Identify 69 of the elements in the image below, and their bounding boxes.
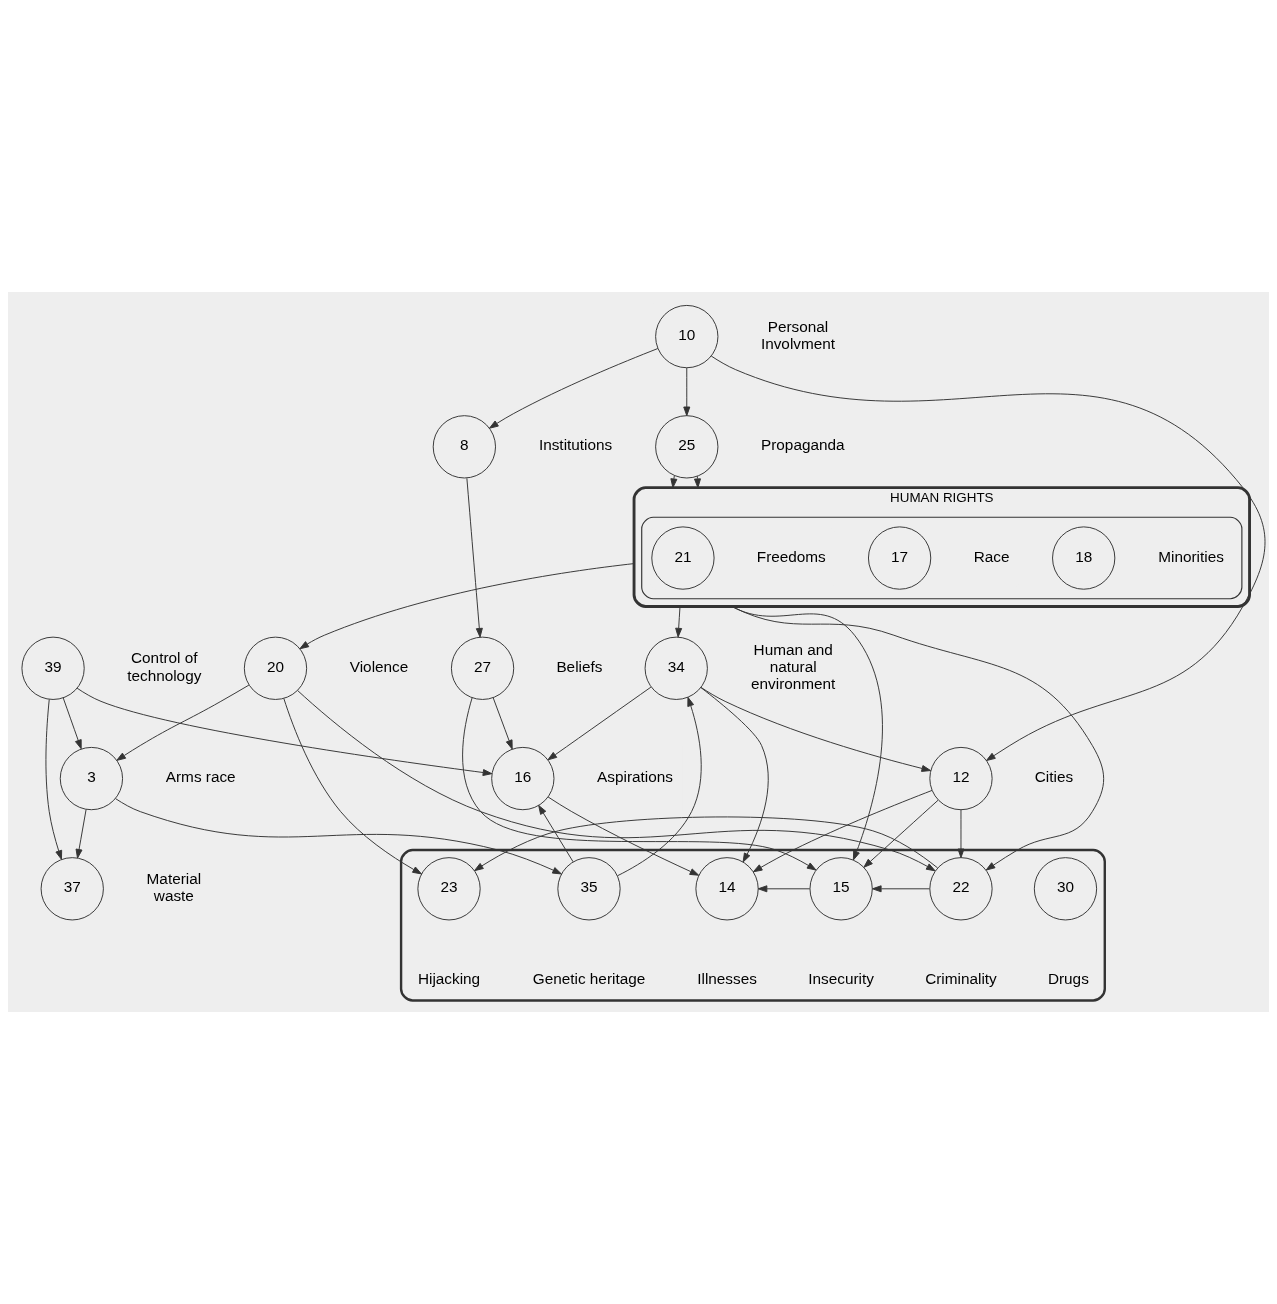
arrow [617, 696, 702, 877]
node-label: Institutions [538, 436, 613, 454]
arrow [547, 796, 700, 876]
arrow [283, 698, 422, 875]
node-circle: 18 [1052, 526, 1116, 590]
node-label: Drugs [1047, 970, 1089, 988]
arrow [670, 475, 678, 489]
node-circle: 39 [21, 636, 85, 700]
arrow [675, 606, 683, 638]
arrow [757, 885, 811, 893]
node-circle: 8 [432, 415, 496, 479]
node-circle: 37 [40, 857, 104, 921]
node-label: Criminality [925, 970, 997, 988]
node-circle: 22 [929, 857, 993, 921]
arrow [700, 686, 932, 772]
node-label: Violence [349, 657, 409, 675]
node-label: Propaganda [761, 436, 845, 454]
arrow [872, 885, 930, 893]
arrow [957, 809, 965, 859]
arrow [299, 563, 635, 650]
node-circle: 17 [868, 526, 932, 590]
arrow [474, 816, 938, 872]
node-label: Arms race [165, 768, 236, 786]
arrow [75, 808, 87, 859]
arrow [116, 684, 250, 761]
arrow [683, 367, 691, 417]
arrow [863, 799, 939, 868]
arrow [76, 687, 493, 776]
arrow [297, 690, 936, 872]
node-label: Freedoms [756, 547, 826, 565]
arrow [700, 687, 769, 863]
arrow [62, 697, 82, 750]
node-circle: 10 [655, 304, 719, 369]
node-label: Human and natural environment [751, 640, 836, 693]
arrow [115, 798, 562, 875]
node-label: Race [973, 547, 1010, 565]
node-label: Minorities [1158, 547, 1224, 565]
node-label: Control of technology [127, 649, 202, 684]
arrow [466, 477, 483, 638]
cluster [641, 516, 1243, 600]
node-label: Hijacking [417, 970, 481, 988]
node-label: Personal Involvment [760, 317, 836, 352]
arrow [538, 805, 574, 863]
node-circle: 21 [651, 526, 715, 590]
node-circle: 14 [695, 857, 759, 921]
arrow [710, 355, 1266, 762]
node-circle: 27 [450, 636, 515, 700]
node-circle: 3 [59, 746, 124, 811]
arrow [547, 686, 652, 761]
node-label: Aspirations [597, 768, 673, 786]
arrow [694, 475, 701, 489]
node-label: Insecurity [808, 970, 874, 988]
arrow [492, 697, 513, 750]
node-label: Material waste [146, 869, 202, 905]
node-circle: 12 [929, 746, 993, 811]
node-label: Genetic heritage [532, 970, 646, 988]
node-label: Illnesses [697, 970, 757, 988]
node-label: Beliefs [556, 657, 603, 675]
node-circle: 23 [417, 857, 481, 921]
arrow [731, 606, 1105, 871]
arrow [45, 698, 63, 860]
node-circle: 35 [557, 857, 621, 921]
arrow [489, 348, 659, 429]
node-label: Cities [1034, 768, 1074, 786]
arrow [752, 789, 933, 873]
node-circle: 16 [491, 746, 555, 811]
arrow [462, 697, 817, 871]
node-circle: 34 [644, 636, 708, 700]
node-circle: 30 [1033, 857, 1098, 921]
